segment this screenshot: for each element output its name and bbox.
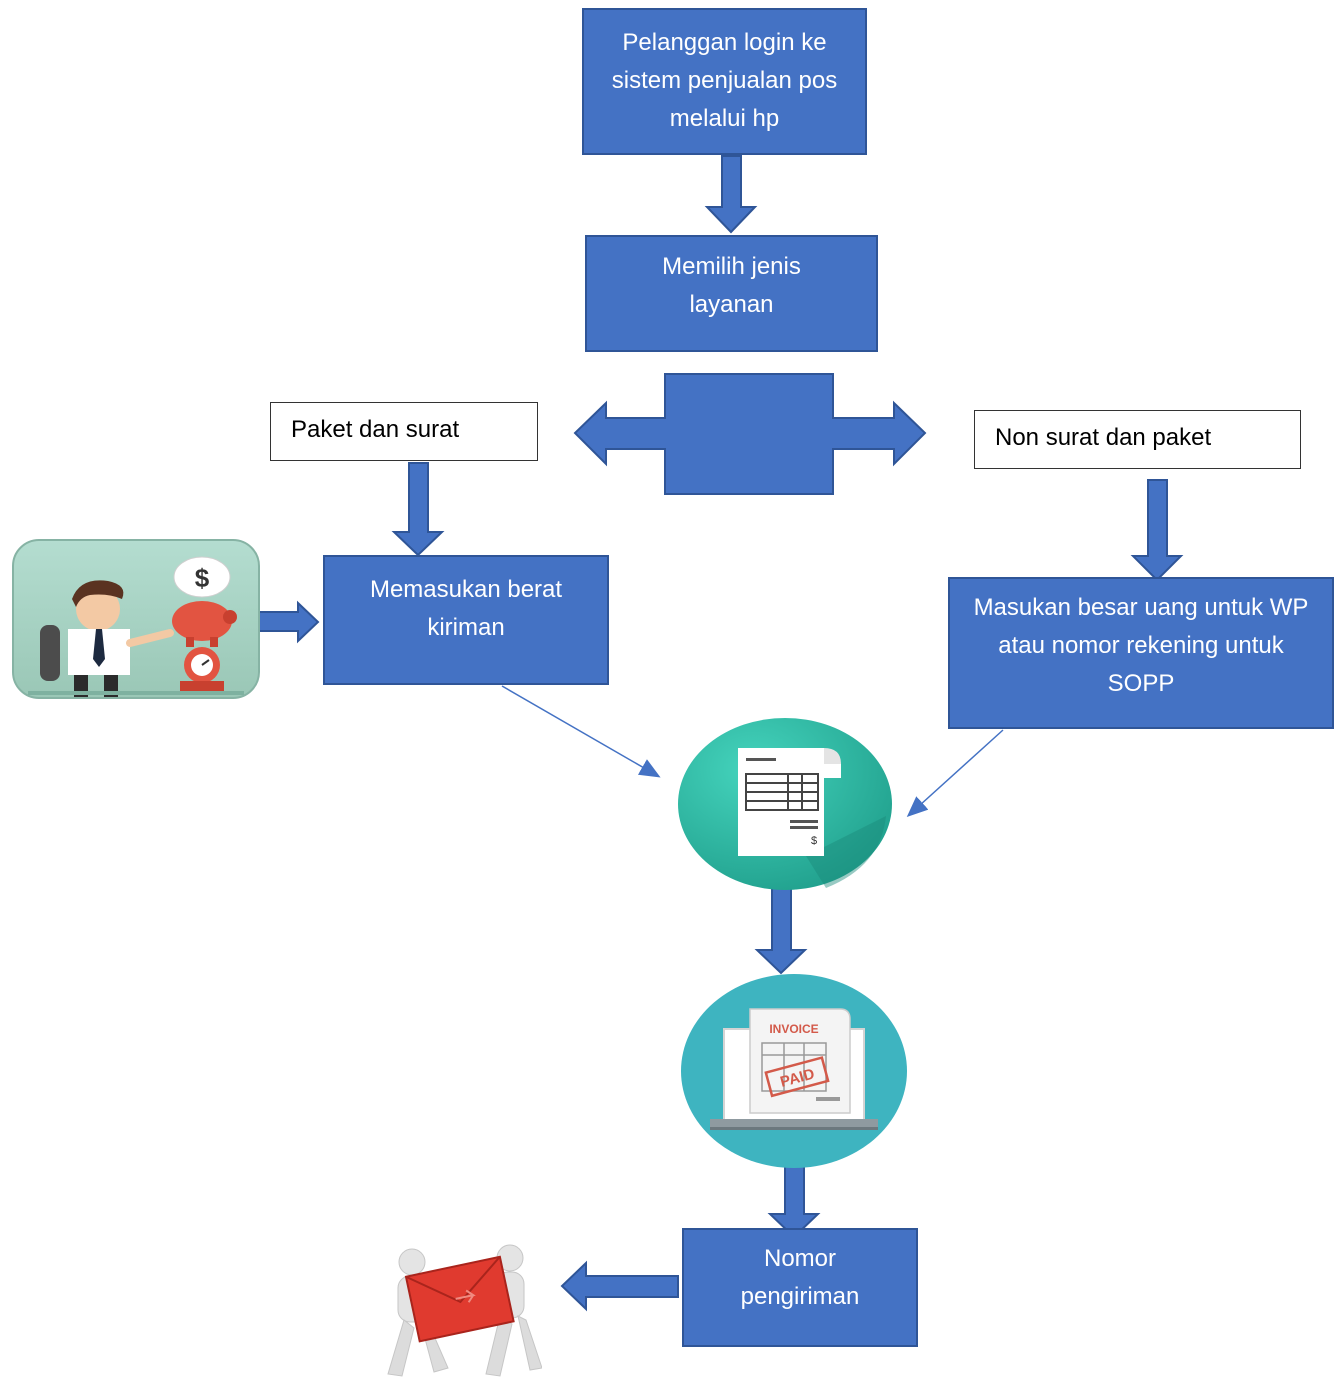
option-right-label: Non surat dan paket [974,410,1301,469]
arrow-down-icon [1130,479,1184,582]
option-left-label: Paket dan surat [270,402,538,461]
invoice-paid-icon: INVOICE PAID [681,974,907,1168]
step-tracking-text: Nomor pengiriman [740,1245,860,1310]
receipt-dollar-text: $ [811,835,817,847]
carrying-package-illustration [387,1244,542,1377]
step-amount-text: Masukan besar uang untuk WP atau nomor r… [973,594,1309,697]
step-login-box: Pelanggan login ke sistem penjualan pos … [582,8,867,155]
cashier-scale-illustration: $ [12,539,260,699]
invoice-title-text: INVOICE [769,1022,818,1036]
step-login-text: Pelanggan login ke sistem penjualan pos … [611,29,838,132]
option-right-text: Non surat dan paket [995,424,1212,451]
arrow-down-icon [754,883,808,975]
step-weight-box: Memasukan berat kiriman [323,555,609,685]
double-arrow-icon [573,373,927,495]
option-left-text: Paket dan surat [291,416,460,443]
arrow-down-icon [704,155,758,234]
receipt-icon: $ [678,718,892,890]
arrow-left-icon [560,1260,679,1312]
arrow-right-icon [257,600,320,644]
arrow-down-icon [391,462,445,557]
connector-arrow-icon [906,729,1004,818]
step-amount-box: Masukan besar uang untuk WP atau nomor r… [948,577,1334,729]
connector-arrow-icon [501,685,661,778]
step-tracking-box: Nomor pengiriman [682,1228,918,1347]
step-choose-service-box: Memilih jenis layanan [585,235,878,352]
step-choose-service-text: Memilih jenis layanan [662,253,801,318]
dollar-sign-text: $ [195,563,210,593]
step-weight-text: Memasukan berat kiriman [369,576,563,641]
